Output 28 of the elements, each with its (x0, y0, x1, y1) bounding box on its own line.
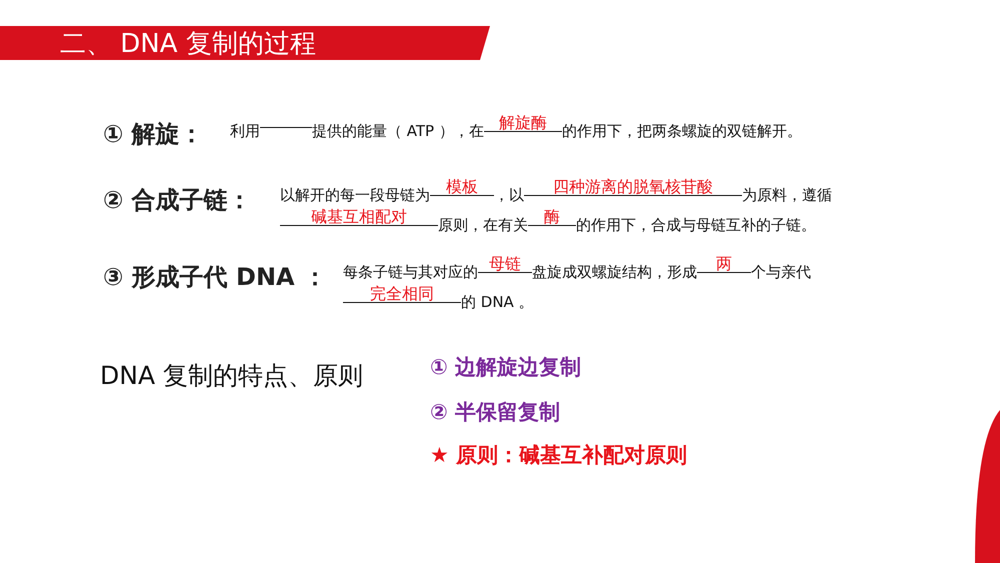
section-heading: ③ 形成子代 DNA ： (103, 262, 327, 293)
body-text: 的 DNA 。 (461, 293, 534, 311)
slide-title: 二、 DNA 复制的过程 (60, 28, 316, 60)
feature-text: ② 半保留复制 (430, 399, 560, 426)
body-text: 每条子链与其对应的 (343, 263, 478, 281)
section-heading: ② 合成子链： (103, 185, 252, 216)
body-text: 以解开的每一段母链为 (280, 186, 430, 204)
filled-answer: 酶 (528, 209, 576, 226)
subheading: DNA 复制的特点、原则 (100, 360, 364, 392)
body-text: 的作用下，合成与母链互补的子链。 (576, 216, 816, 234)
filled-answer: 碱基互相配对 (280, 209, 438, 226)
filled-answer: 解旋酶 (484, 115, 562, 132)
body-text: 盘旋成双螺旋结构，形成 (532, 263, 697, 281)
filled-answer: 两 (697, 256, 751, 273)
feature-text: ★ 原则：碱基互补配对原则 (430, 442, 688, 469)
body-text: ，以 (494, 186, 524, 204)
body-text: 利用 (230, 122, 260, 140)
body-text: 原则，在有关 (438, 216, 528, 234)
filled-answer: 四种游离的脱氧核苷酸 (524, 179, 742, 196)
body-text: 的作用下，把两条螺旋的双链解开。 (562, 122, 802, 140)
section-heading: ① 解旋： (103, 119, 204, 150)
body-text: 为原料，遵循 (742, 186, 832, 204)
filled-answer: 完全相同 (343, 286, 461, 303)
body-text: 个与亲代 (751, 263, 811, 281)
body-text: 提供的能量（ ATP ），在 (312, 122, 484, 140)
filled-answer: 模板 (430, 179, 494, 196)
filled-answer: 母链 (478, 256, 532, 273)
feature-text: ① 边解旋边复制 (430, 354, 582, 381)
